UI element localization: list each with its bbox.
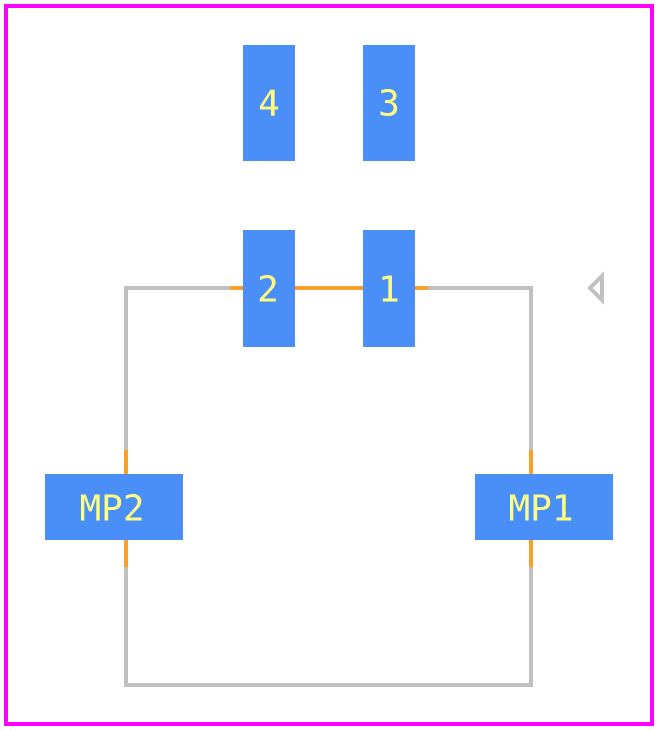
pad-label-1: 1 (378, 270, 400, 311)
silkscreen-outline (124, 286, 533, 687)
fab-layer-lines (124, 286, 533, 567)
silkscreen-right-top (426, 286, 533, 452)
pad-label-2: 2 (257, 270, 279, 311)
pad-label-4: 4 (258, 84, 280, 125)
fab-layer-overlay (124, 540, 533, 567)
silkscreen-left-top (124, 286, 232, 452)
pad-mp2: MP2 (45, 474, 183, 540)
pad-4: 4 (243, 45, 295, 161)
pad-label-mp2: MP2 (79, 489, 144, 530)
silkscreen-bottom (124, 565, 533, 687)
pad-label-3: 3 (378, 84, 400, 125)
pad-3: 3 (363, 45, 415, 161)
pin1-marker-icon (587, 271, 604, 305)
courtyard-outline (4, 4, 654, 726)
pad-2: 2 (243, 230, 295, 347)
pad-mp1: MP1 (475, 474, 613, 540)
pad-1: 1 (363, 230, 415, 347)
pad-label-mp1: MP1 (508, 489, 573, 530)
